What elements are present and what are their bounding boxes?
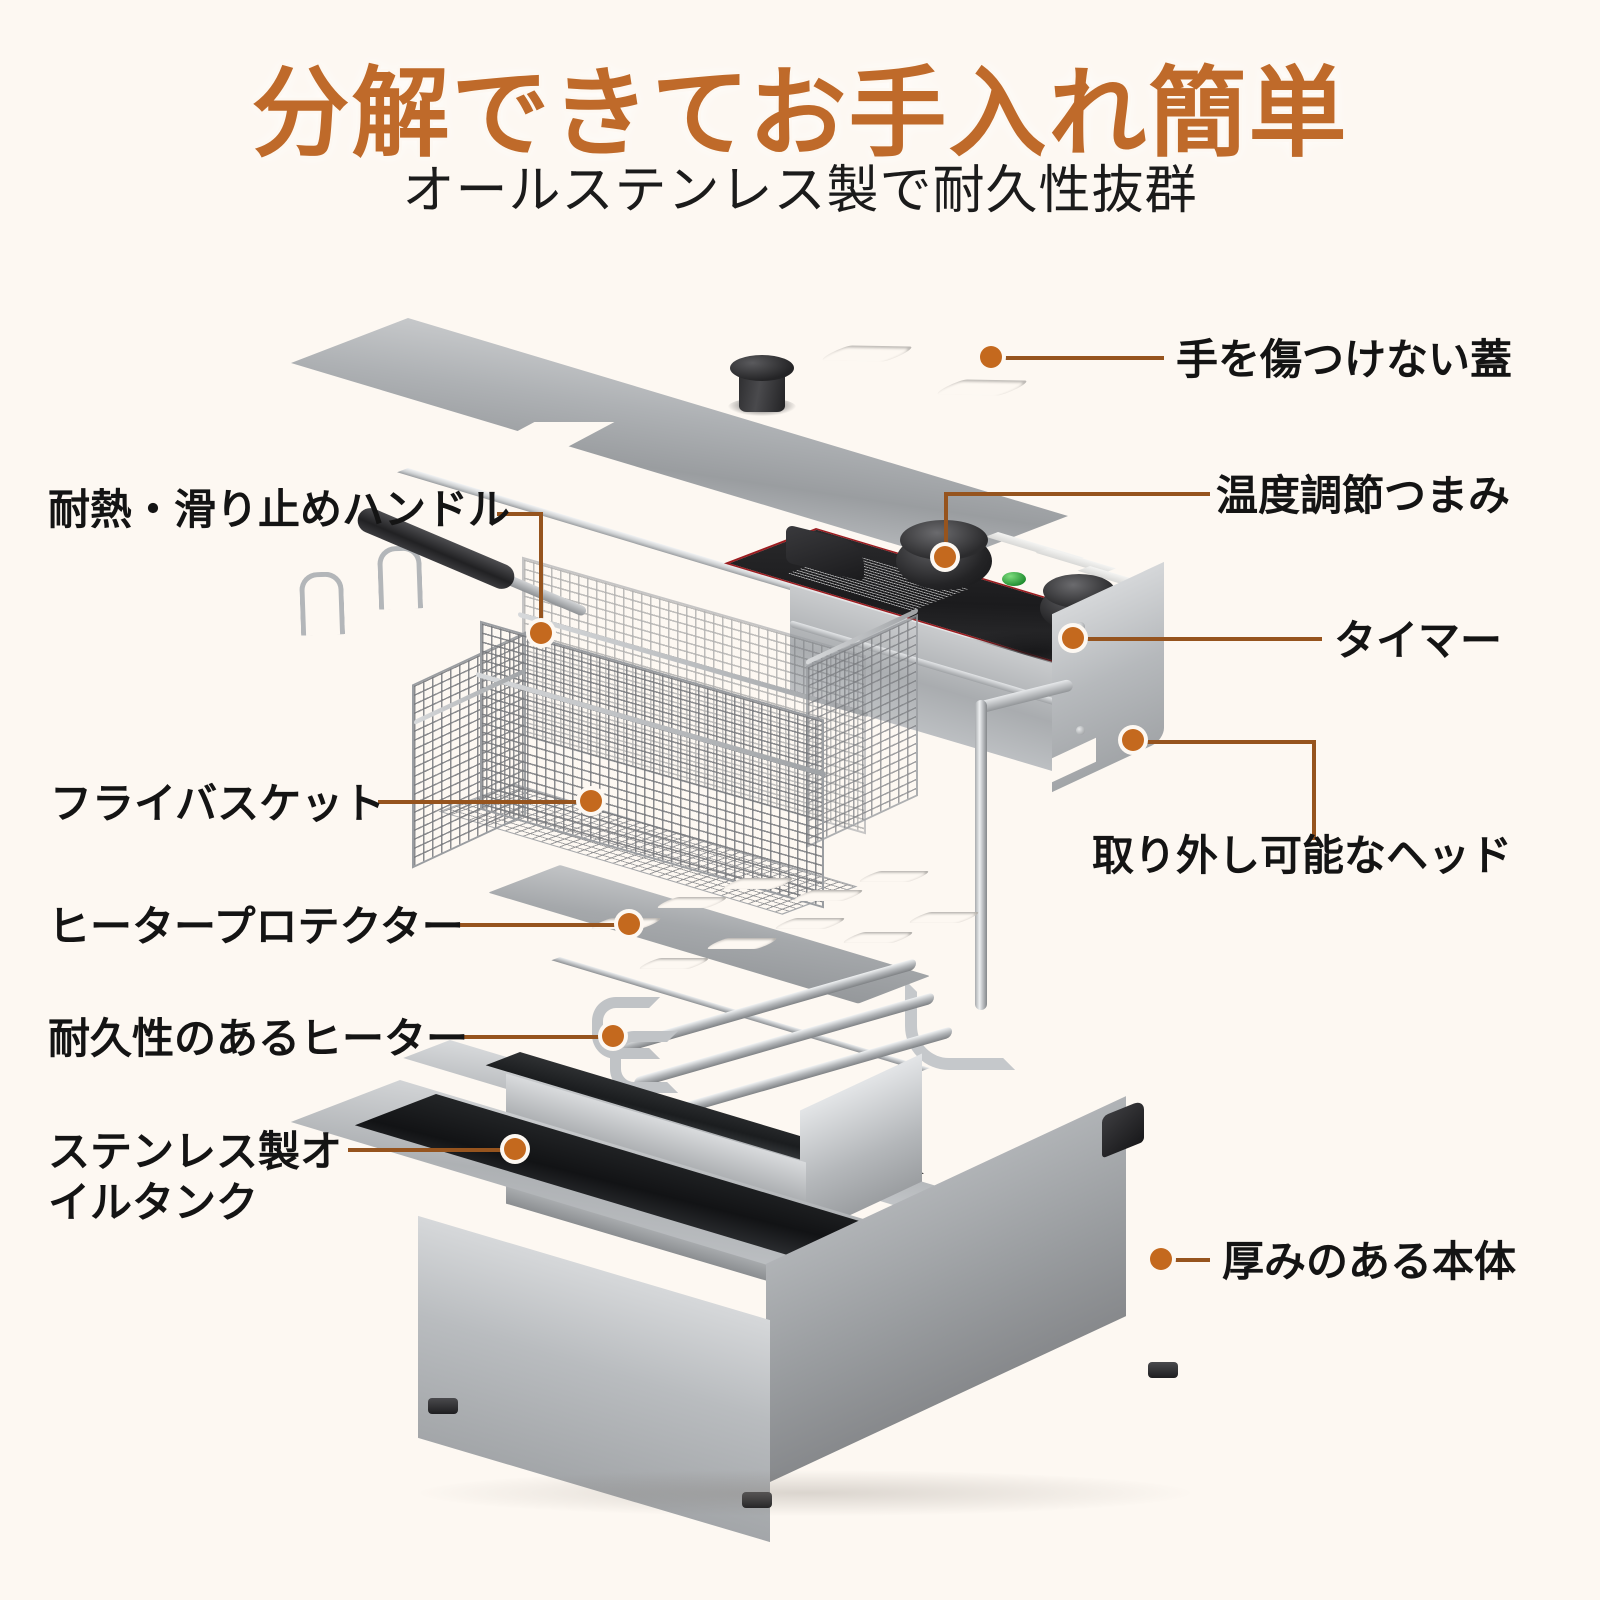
body-side-face: [766, 1096, 1126, 1484]
callout-dot-oil-tank: [504, 1138, 526, 1160]
leader-line-body: [1166, 1258, 1210, 1262]
leader-line-head-vertical: [1312, 740, 1316, 840]
callout-label-oil-tank: ステンレス製オイルタンク: [48, 1128, 343, 1227]
ground-shadow: [420, 1470, 1190, 1516]
page-subtitle: オールステンレス製で耐久性抜群: [402, 162, 1198, 220]
leader-line-temp-knob-vertical: [944, 492, 948, 556]
callout-label-timer: タイマー: [1334, 617, 1503, 664]
leader-line-protector: [452, 923, 630, 927]
lid-knob-cap: [730, 355, 794, 381]
callout-dot-heater: [602, 1025, 624, 1047]
callout-dot-head: [1122, 729, 1144, 751]
basket-hook: [298, 571, 346, 636]
leader-line-timer: [1078, 637, 1322, 641]
head-screw: [1076, 622, 1085, 631]
callout-dot-temp-knob: [934, 546, 956, 568]
heating-element-part: [590, 957, 1020, 1124]
fry-basket-part: [412, 556, 918, 915]
head-screw: [1076, 726, 1085, 735]
callout-dot-protector: [618, 913, 640, 935]
page-title: 分解できてお手入れ簡単: [251, 58, 1349, 168]
callout-label-protector: ヒータープロテクター: [48, 903, 464, 950]
leader-line-handle-horizontal: [497, 512, 543, 516]
callout-label-body: 厚みのある本体: [1222, 1238, 1517, 1285]
lid-part: [291, 318, 1108, 671]
basket-hook: [376, 545, 424, 610]
body-foot: [428, 1398, 458, 1414]
callout-dot-body: [1150, 1248, 1172, 1270]
power-indicator-light: [1002, 572, 1026, 586]
callout-dot-basket: [580, 790, 602, 812]
body-foot: [1148, 1362, 1178, 1378]
leader-line-basket: [378, 800, 594, 804]
body-foot: [742, 1492, 772, 1508]
leader-line-heater: [462, 1035, 614, 1039]
callout-label-heater: 耐久性のあるヒーター: [48, 1015, 469, 1062]
callout-dot-timer: [1062, 627, 1084, 649]
callout-label-temp-knob: 温度調節つまみ: [1216, 472, 1511, 519]
leader-line-temp-knob: [944, 492, 1210, 496]
leader-line-lid: [996, 356, 1164, 360]
leader-line-handle-vertical: [539, 512, 543, 632]
callout-label-lid: 手を傷つけない蓋: [1176, 336, 1513, 383]
heater-bend: [610, 1031, 678, 1093]
callout-label-handle: 耐熱・滑り止めハンドル: [48, 486, 511, 533]
callout-dot-handle: [530, 622, 552, 644]
callout-dot-lid: [980, 346, 1002, 368]
heater-tube-vertical: [975, 700, 987, 1010]
callout-label-basket: フライバスケット: [50, 780, 386, 827]
leader-line-head-horizontal: [1140, 740, 1316, 744]
leader-line-oil-tank: [348, 1148, 516, 1152]
callout-label-head: 取り外し可能なヘッド: [1092, 832, 1513, 879]
